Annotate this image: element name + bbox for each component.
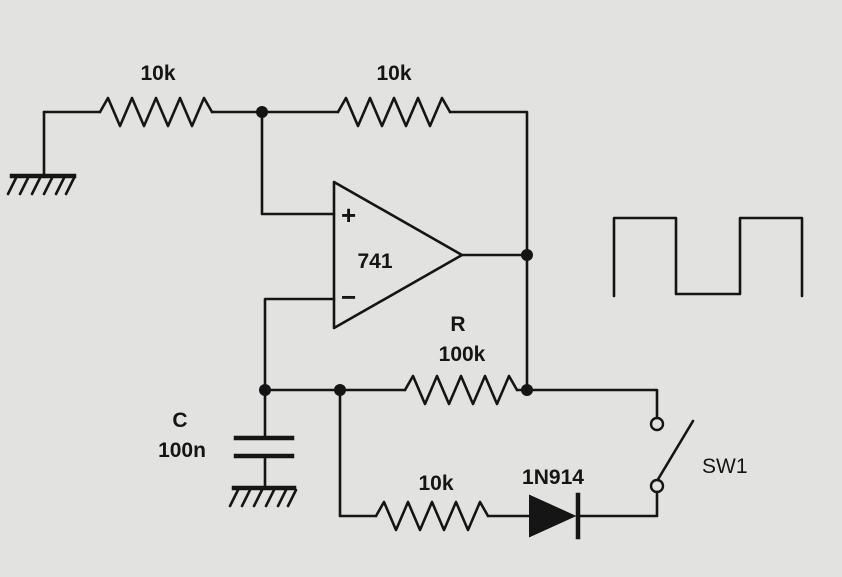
ground-symbol-left [6, 110, 77, 196]
resistor-diode-series-label: 10k [418, 472, 453, 495]
opamp-plus-sign: + [341, 200, 356, 230]
wire-diode-to-switch [576, 490, 659, 518]
wire-top-right [448, 110, 529, 392]
wire-to-plus-input [260, 110, 336, 216]
capacitor-name: C [172, 409, 187, 432]
resistor-input-10k-label: 10k [140, 62, 175, 85]
capacitor-C-100n [233, 435, 295, 459]
switch-lever [655, 419, 695, 483]
capacitor-value: 100n [158, 439, 206, 462]
switch-terminal-bottom [649, 478, 665, 494]
switch-terminal-top [649, 416, 665, 432]
resistor-timing-R-100k [403, 374, 519, 406]
diode-1N914 [529, 492, 581, 540]
switch-label: SW1 [702, 455, 748, 478]
resistor-feedback-10k-label: 10k [376, 62, 411, 85]
resistor-diode-series-10k [374, 500, 490, 532]
ground-symbol-capacitor [228, 485, 298, 508]
junction-output [521, 249, 533, 261]
opamp-minus-sign: − [341, 282, 356, 312]
resistor-feedback-10k [336, 96, 452, 128]
wire-output-to-switch [525, 388, 659, 420]
diode-label: 1N914 [522, 466, 584, 489]
wire-to-minus-input [263, 297, 336, 392]
resistor-timing-value: 100k [439, 343, 486, 366]
resistor-input-10k [98, 96, 214, 128]
opamp-label: 741 [357, 250, 392, 273]
resistor-timing-name: R [450, 313, 465, 336]
square-wave-icon [612, 216, 804, 298]
opamp-741 [332, 180, 464, 330]
wire-diode-branch-down [338, 388, 378, 518]
